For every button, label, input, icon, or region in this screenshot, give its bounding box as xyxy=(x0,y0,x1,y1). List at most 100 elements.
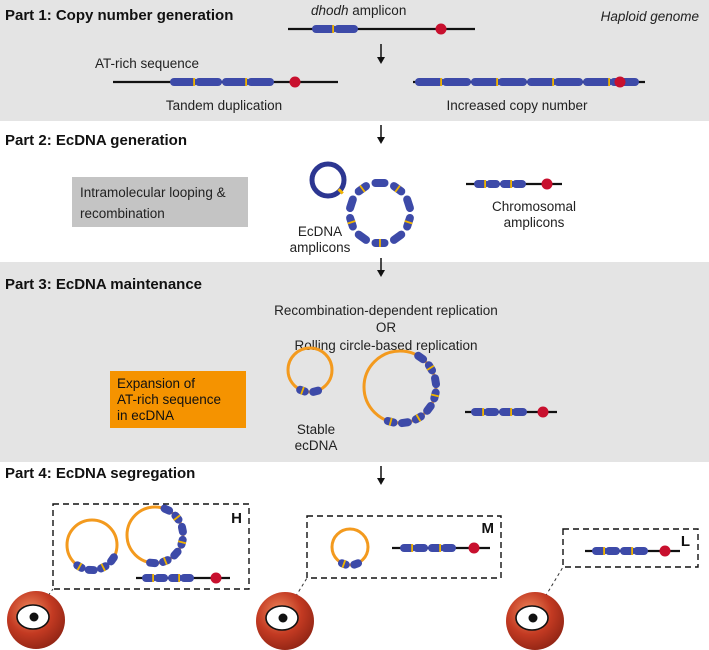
expansion-box-line3: in ecDNA xyxy=(117,408,174,423)
at-rich-stripe xyxy=(347,220,356,225)
cell-high xyxy=(7,591,65,649)
amplicon-segment xyxy=(486,180,500,188)
amplicon-segment xyxy=(195,78,222,86)
amplicon-segment xyxy=(442,78,471,86)
arrow-to-part2 xyxy=(377,125,385,144)
medium-copy-contents xyxy=(330,527,490,569)
amplicon-segment xyxy=(160,504,174,515)
amplicon-segment xyxy=(441,544,456,552)
cell-medium xyxy=(256,592,314,650)
amplicon-segment xyxy=(312,25,336,33)
looping-box-line1: Intramolecular looping & xyxy=(80,185,226,200)
at-rich-stripe xyxy=(76,562,83,571)
at-rich-stripe xyxy=(404,220,413,225)
chromosome-single-amplicon xyxy=(288,23,475,35)
amplicon-label: dhodh amplicon xyxy=(311,3,406,18)
at-rich-stripe xyxy=(496,78,498,86)
amplicon-segment xyxy=(180,574,194,582)
at-rich-stripe xyxy=(440,78,442,86)
at-rich-stripe xyxy=(359,184,366,193)
increased-copy-label: Increased copy number xyxy=(446,98,588,113)
at-rich-stripe xyxy=(152,574,154,582)
low-copy-box xyxy=(562,528,699,568)
expansion-box xyxy=(110,371,246,428)
at-rich-stripe xyxy=(178,574,180,582)
ecdna-small-ring xyxy=(309,161,347,199)
at-rich-stripe xyxy=(337,188,344,195)
amplicon-segment xyxy=(471,78,500,86)
marker-dot xyxy=(210,572,222,584)
at-rich-stripe xyxy=(426,364,435,371)
at-rich-stripe xyxy=(245,78,247,86)
part3-band xyxy=(0,262,709,462)
amplicon-segment xyxy=(154,574,168,582)
at-rich-stripe xyxy=(100,563,106,572)
part2-title: Part 2: EcDNA generation xyxy=(5,132,187,149)
at-rich-stripe xyxy=(300,386,305,395)
mechanism-line3: Rolling circle-based replication xyxy=(294,338,477,353)
chromosomal-amplicon xyxy=(466,178,562,190)
mechanism-line2: OR xyxy=(376,320,397,335)
at-rich-stripe xyxy=(552,78,554,86)
at-rich-stripe xyxy=(411,544,413,552)
at-rich-stripe xyxy=(484,180,486,188)
amplicon-segment xyxy=(397,418,412,428)
amplicon-segment xyxy=(170,547,182,560)
amplicon-segment xyxy=(354,230,371,244)
chromosome-part3 xyxy=(465,406,557,418)
arrow-to-part4 xyxy=(377,466,385,485)
at-rich-stripe xyxy=(379,239,381,247)
amplicon-segment xyxy=(512,408,527,416)
mechanism-line1: Recombination-dependent replication xyxy=(274,303,498,318)
part1-title: Part 1: Copy number generation xyxy=(5,7,233,24)
amplicon-segment xyxy=(350,559,363,569)
at-rich-stripe xyxy=(631,547,633,555)
amplicon-segment xyxy=(527,78,556,86)
haploid-genome-label: Haploid genome xyxy=(601,9,699,24)
amplicon-segment xyxy=(413,544,428,552)
amplicon-segment xyxy=(512,180,526,188)
marker-dot xyxy=(289,76,301,88)
at-rich-stripe xyxy=(510,408,512,416)
stable-ecdna-large xyxy=(362,349,441,428)
amplicon-segment xyxy=(484,408,499,416)
part3-title: Part 3: EcDNA maintenance xyxy=(5,276,202,293)
amplicon-segment xyxy=(247,78,274,86)
tandem-duplication-label: Tandem duplication xyxy=(166,98,282,113)
amplicon-segment xyxy=(170,78,197,86)
at-rich-stripe xyxy=(163,556,168,566)
amplicon-segment xyxy=(403,195,414,213)
amplicon-segment xyxy=(107,553,118,566)
at-rich-stripe xyxy=(193,78,195,86)
expansion-box-line1: Expansion of xyxy=(117,376,195,391)
medium-copy-box xyxy=(306,515,502,579)
at-rich-label: AT-rich sequence xyxy=(95,56,199,71)
amplicon-word: amplicon xyxy=(349,3,407,18)
amplicon-segment xyxy=(346,195,357,213)
at-rich-stripe xyxy=(332,25,334,33)
at-rich-stripe xyxy=(482,408,484,416)
marker-dot xyxy=(541,178,553,190)
marker-dot xyxy=(614,76,626,88)
at-rich-stripe xyxy=(430,393,440,398)
amplicon-segment xyxy=(415,78,444,86)
part1-band xyxy=(0,0,709,121)
amplicon-segment xyxy=(309,386,323,396)
at-rich-stripe xyxy=(173,514,181,521)
chromosome-increased-copies xyxy=(413,76,645,88)
orange-loop xyxy=(330,527,370,567)
at-rich-stripe xyxy=(341,559,347,568)
at-rich-stripe xyxy=(608,78,610,86)
ecdna-small-circle xyxy=(309,161,347,199)
amplicon-segment xyxy=(583,78,612,86)
at-rich-stripe xyxy=(510,180,512,188)
amplicon-segment xyxy=(84,565,98,575)
at-rich-stripe xyxy=(388,417,393,426)
chromosomal-amplicons-line2: amplicons xyxy=(504,215,565,230)
amplicon-segment xyxy=(146,558,160,568)
amplicon-segment xyxy=(222,78,249,86)
ecdna-amplicons-line2: amplicons xyxy=(290,240,351,255)
amplicon-segment xyxy=(177,522,187,536)
stable-ecdna-line1: Stable xyxy=(297,422,335,437)
